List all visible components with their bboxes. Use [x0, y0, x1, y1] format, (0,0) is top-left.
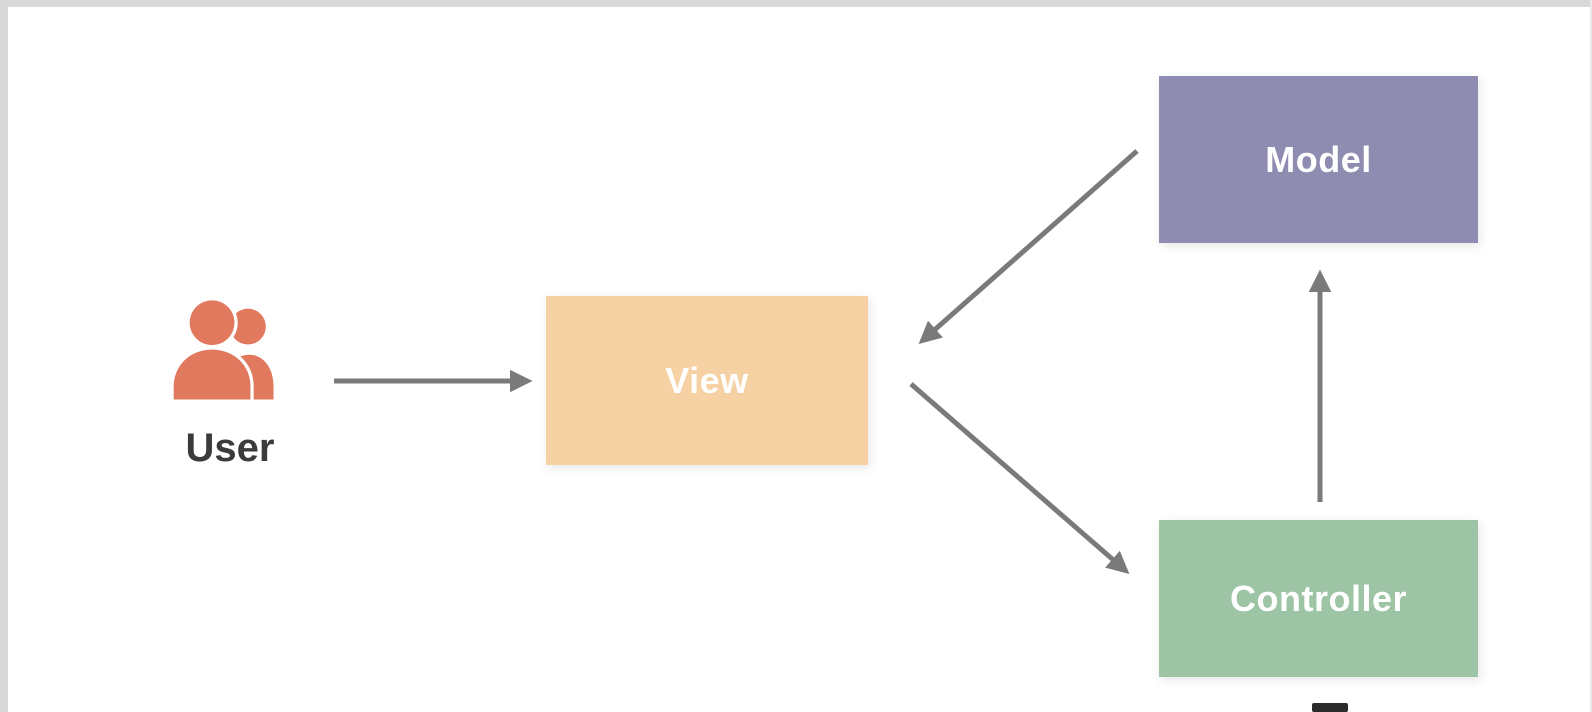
model-node: Model [1159, 76, 1478, 243]
window-edge-top [0, 0, 1592, 7]
controller-node: Controller [1159, 520, 1478, 677]
users-icon-front-head [186, 297, 238, 349]
edge-view-to-controller [909, 382, 1130, 574]
view-node: View [546, 296, 868, 465]
user-node: User [140, 292, 320, 471]
controller-node-label: Controller [1229, 577, 1407, 619]
view-node-label: View [665, 359, 749, 401]
window-edge-left [0, 0, 8, 712]
user-label: User [185, 426, 275, 470]
users-icon-front-body [170, 346, 254, 403]
model-node-label: Model [1265, 138, 1372, 180]
users-icon [170, 297, 274, 403]
edge-model-to-view [918, 149, 1139, 344]
cropped-element-fragment [1312, 703, 1348, 712]
window-edge-right [1590, 0, 1592, 712]
users-icon-back-head [230, 308, 266, 345]
